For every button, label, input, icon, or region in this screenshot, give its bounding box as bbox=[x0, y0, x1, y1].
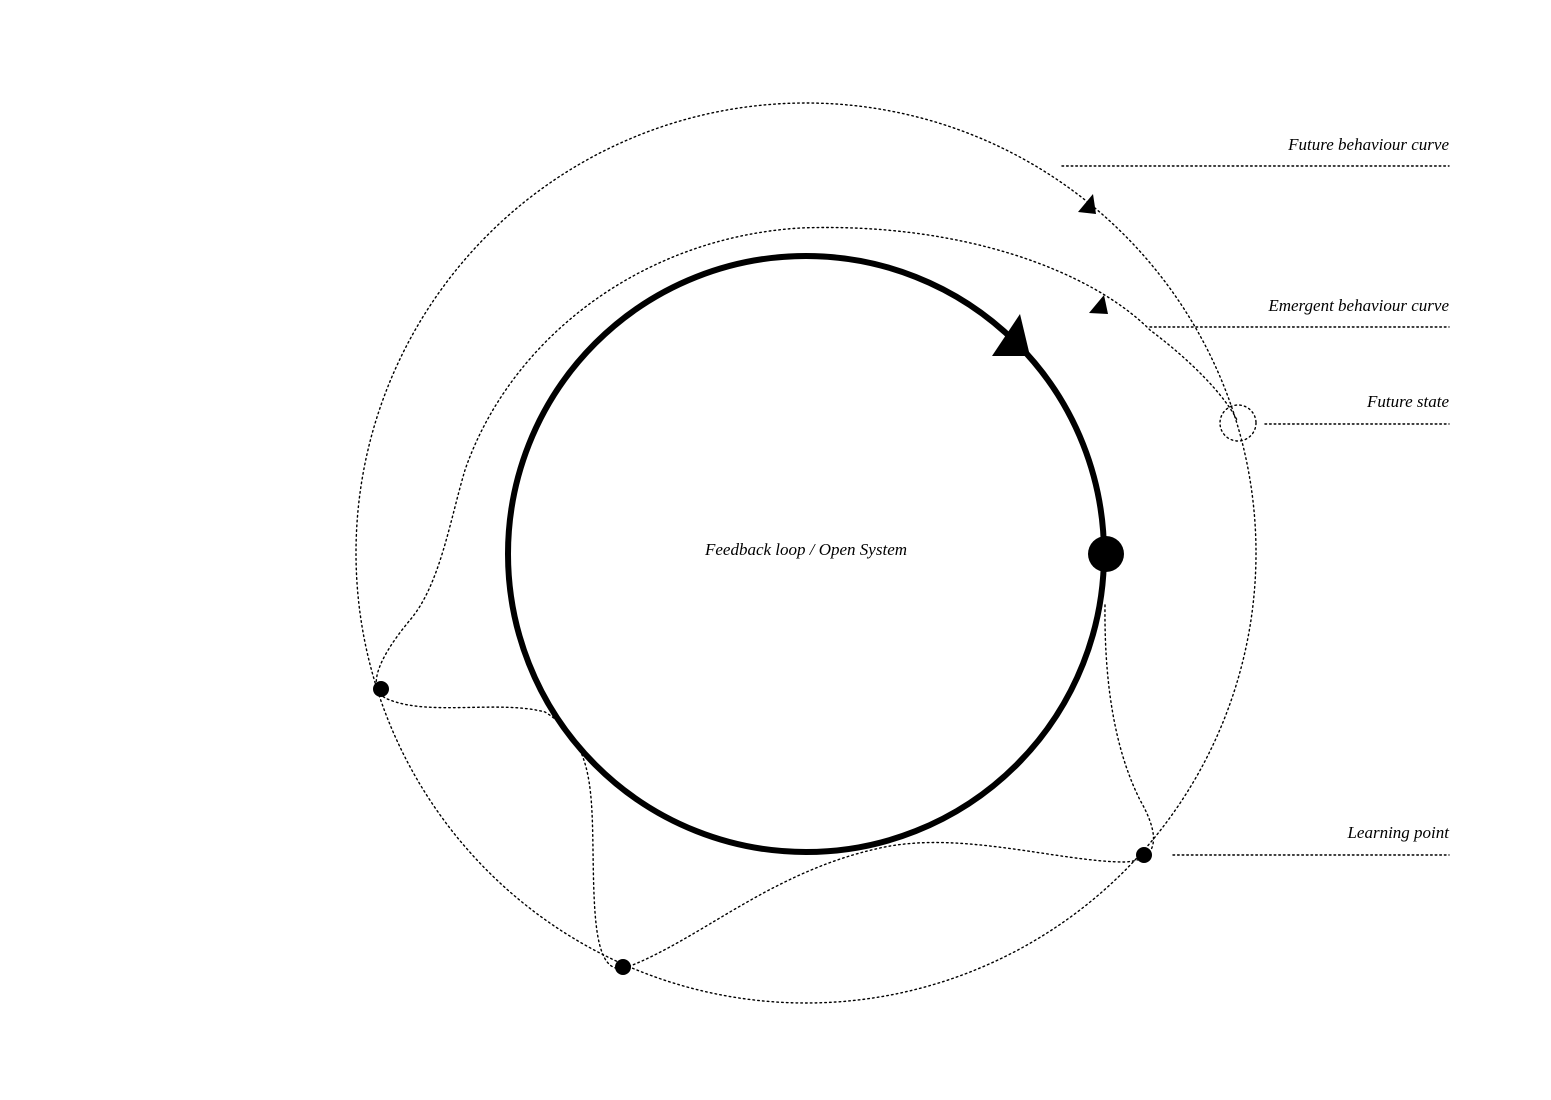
learning-point-dot bbox=[615, 959, 631, 975]
learning-point-label: Learning point bbox=[1346, 823, 1450, 842]
future-state-marker bbox=[1219, 404, 1257, 442]
center-label: Feedback loop / Open System bbox=[704, 540, 907, 559]
learning-point-dot bbox=[1136, 847, 1152, 863]
feedback-loop-arrow-icon bbox=[992, 314, 1030, 356]
emergent-behaviour-curve-label: Emergent behaviour curve bbox=[1267, 296, 1449, 315]
emergent-behaviour-arrow-icon bbox=[1089, 295, 1108, 314]
future-behaviour-curve bbox=[355, 102, 1257, 1004]
future-state-label: Future state bbox=[1366, 392, 1449, 411]
emergent-behaviour-curve bbox=[375, 226, 1239, 970]
future-behaviour-curve-label: Future behaviour curve bbox=[1287, 135, 1449, 154]
current-state-dot bbox=[1088, 536, 1124, 572]
learning-point-dot bbox=[373, 681, 389, 697]
future-behaviour-arrow-icon bbox=[1078, 194, 1096, 214]
